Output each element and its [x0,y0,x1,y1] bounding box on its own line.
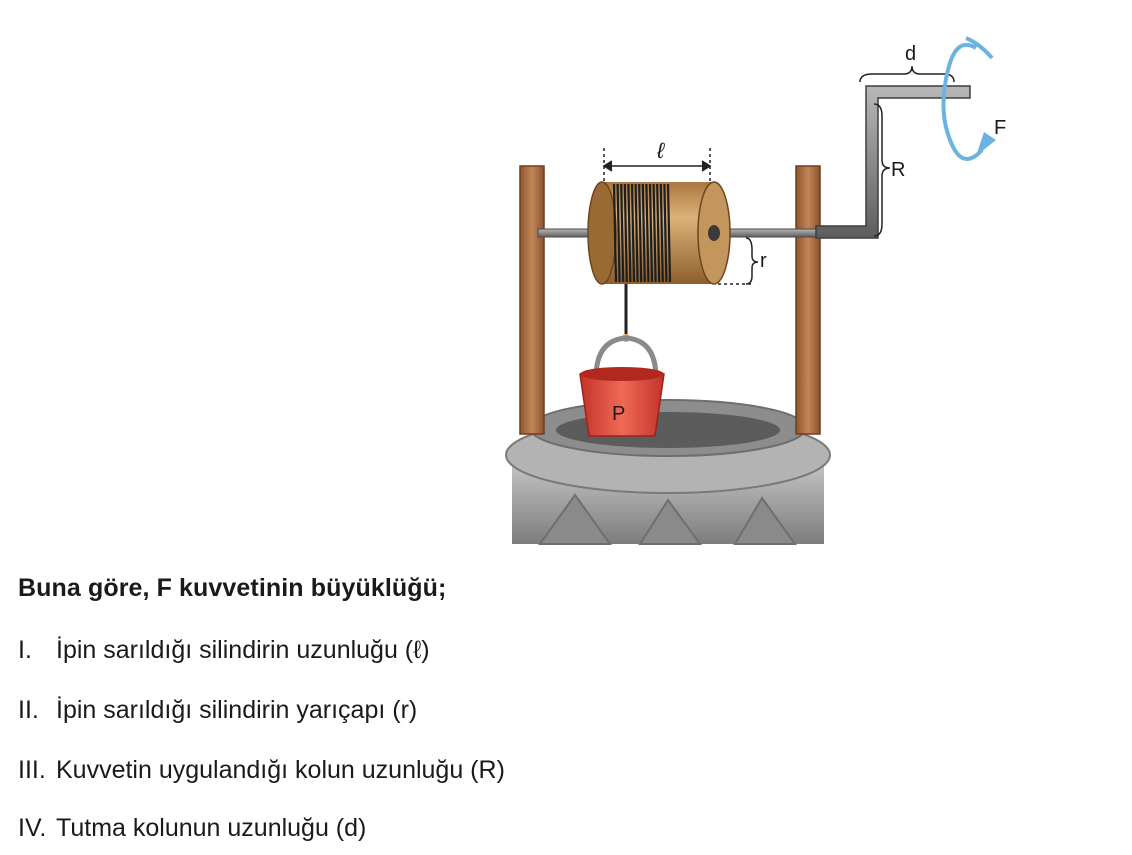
rope-wrap [620,183,625,283]
rope-wrap [638,183,643,283]
rope-wrap [627,183,632,283]
option-3-text: Kuvvetin uygulandığı kolun uzunluğu (R) [56,756,505,784]
rope-wrap [630,183,636,283]
option-2: II. İpin sarıldığı silindirin yarıçapı (r… [18,696,417,725]
rope-wrap [659,183,664,283]
crank-arm-label: R [891,159,905,181]
option-4: IV. Tutma kolunun uzunluğu (d) [18,814,366,843]
option-1-text: İpin sarıldığı silindirin uzunluğu (ℓ) [56,636,430,664]
option-1-number: I. [18,636,32,664]
right-post [795,165,821,435]
crank-handle [815,85,971,239]
option-2-number: II. [18,696,39,724]
bucket: P [579,335,665,437]
question-prompt: Buna göre, F kuvvetinin büyüklüğü; [18,574,447,602]
left-post [519,165,545,435]
radius-label: r [760,250,767,272]
length-label: ℓ [656,138,665,163]
radius-dimension [718,237,759,285]
option-4-number: IV. [18,814,47,842]
bucket-label: P [612,403,625,425]
handle-length-bracket [859,65,955,83]
option-3: III. Kuvvetin uygulandığı kolun uzunluğu … [18,756,505,785]
handle-length-label: d [905,43,916,65]
option-3-number: III. [18,756,46,784]
rope-wrap [645,183,650,283]
rope-wrap [616,183,621,283]
stone-well [505,399,831,545]
option-1: I. İpin sarıldığı silindirin uzunluğu (ℓ) [18,636,430,665]
rope-wrap [663,183,668,283]
rope-wrap [648,183,654,283]
rope-wrap [666,183,672,283]
rope-wrap [634,183,639,283]
option-2-text: İpin sarıldığı silindirin yarıçapı (r) [56,696,418,724]
rope-wrap [641,183,646,283]
option-4-text: Tutma kolunun uzunluğu (d) [56,814,367,842]
rope-wrap [612,183,618,283]
rope-wrap [656,183,661,283]
length-dimension [602,148,712,182]
crank-arm-bracket [873,103,891,237]
well-windlass-diagram: P ℓ r R d F [505,36,1006,545]
rope-drum [587,181,731,285]
rope-wrap [652,183,657,283]
rotation-arrow [941,36,996,161]
force-label: F [994,117,1006,139]
rope-wrap [623,183,628,283]
